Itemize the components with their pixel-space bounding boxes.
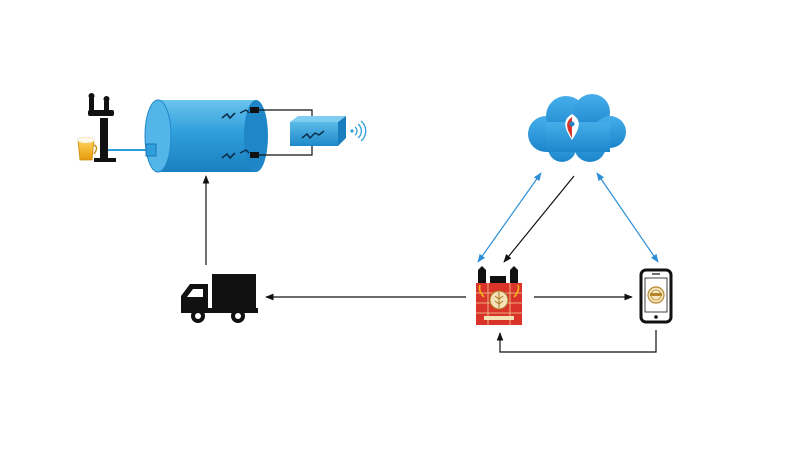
- wireless-sensor-icon: [290, 116, 367, 146]
- tank-sensor-top: [221, 107, 259, 120]
- sensor-wires: [259, 109, 313, 156]
- arrow-cloud-to-brewery: [503, 175, 575, 263]
- flow-arrows: [202, 172, 659, 353]
- cloud-icon: [528, 94, 626, 162]
- beer-app-logo-icon: [647, 286, 665, 304]
- wheat-emblem-icon: [478, 284, 520, 310]
- beer-tap-icon: [77, 93, 146, 162]
- beer-glass-icon: [77, 136, 98, 161]
- tank-icon: [144, 99, 268, 173]
- arrow-smartphone-to-brewery: [496, 330, 657, 353]
- tank-sensor-bottom: [221, 149, 259, 160]
- map-pin-icon: [565, 114, 579, 140]
- smartphone-icon: [639, 268, 673, 324]
- arrow-cloud-brewery-bidirectional: [477, 172, 542, 263]
- truck-icon: [181, 274, 258, 323]
- brewery-icon: [476, 266, 522, 325]
- arrow-cloud-smartphone-bidirectional: [596, 172, 659, 263]
- wifi-signal-icon: [350, 120, 367, 142]
